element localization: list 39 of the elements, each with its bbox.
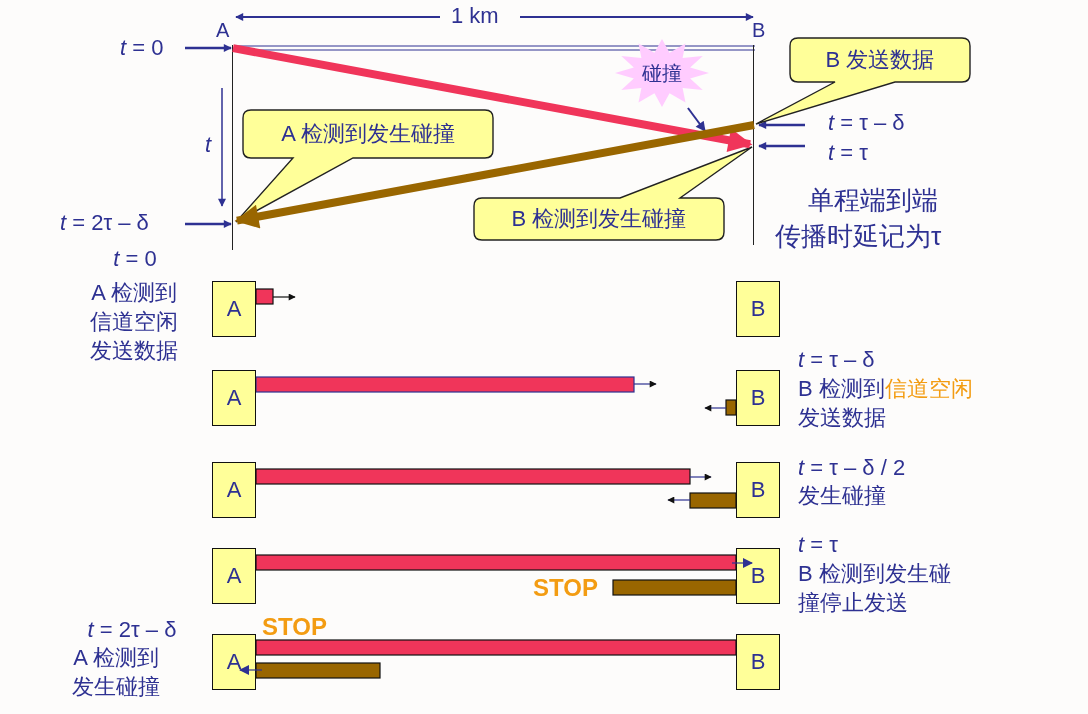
time-label: t = 2τ – δ [60, 211, 149, 236]
station-box: A [212, 462, 256, 518]
annotation-text: A 检测到发生碰撞 [71, 644, 161, 702]
time-label: t = τ – δ [828, 111, 905, 136]
station-box: B [736, 462, 780, 518]
station-box: A [212, 281, 256, 337]
leader-arrow [686, 107, 706, 132]
annotation-text: B 检测到发生碰撞停止发送 [798, 560, 952, 618]
stop-label: STOP [533, 575, 598, 602]
timeline [753, 45, 757, 245]
note-text: 单程端到端 [808, 186, 938, 215]
time-label: t = τ [828, 141, 868, 166]
time-label: t = 0 [120, 36, 164, 61]
annotation-text: t = τ – δ [798, 346, 876, 374]
station-box: A [212, 548, 256, 604]
station-box: B [736, 548, 780, 604]
signal-arrow [232, 44, 753, 153]
annotation-text: t = τ [798, 531, 839, 559]
stop-label: STOP [262, 614, 327, 641]
station-box: A [212, 634, 256, 690]
note-text: 传播时延记为τ [775, 222, 942, 251]
callout-box: B 检测到发生碰撞 [474, 146, 754, 241]
signal-arrow [234, 121, 755, 229]
station-box: B [736, 281, 780, 337]
annotation-text: 发生碰撞 [798, 482, 887, 510]
annotation-text: B 检测到信道空闲发送数据 [798, 375, 974, 433]
station-box: B [736, 370, 780, 426]
endpoint-label: A [216, 19, 230, 41]
annotation-text: t = 2τ – δ [86, 616, 178, 644]
endpoint-label: B [752, 19, 766, 41]
annotation-text: A 检测到信道空闲发送数据 [89, 279, 179, 366]
annotation-text: t = τ – δ / 2 [798, 454, 907, 482]
callout-box: A 检测到发生碰撞 [235, 109, 494, 223]
timeline [232, 45, 236, 250]
annotation-text: t = 0 [112, 245, 158, 273]
collision-starburst: 碰撞 [614, 38, 710, 108]
station-box: A [212, 370, 256, 426]
station-box: B [736, 634, 780, 690]
time-label: t [205, 133, 212, 158]
